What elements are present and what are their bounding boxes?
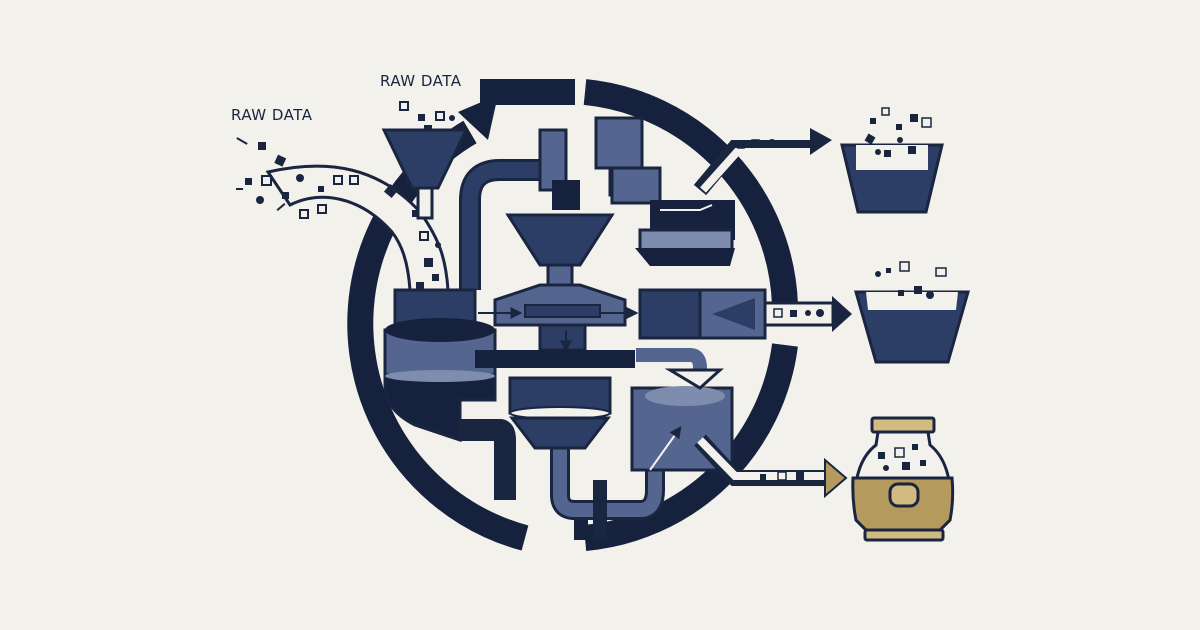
middle-filter-box (478, 288, 767, 340)
bottom-bowl (508, 376, 612, 450)
output-jar (851, 416, 955, 542)
raw-data-label-left: RAW DATA (231, 106, 313, 124)
top-funnel (381, 101, 469, 220)
upper-right-drum (635, 200, 735, 266)
central-funnel (475, 213, 635, 368)
ring-segment-bottom-right (583, 343, 798, 551)
raw-data-label-top: RAW DATA (380, 72, 462, 90)
top-machine (538, 116, 662, 210)
ring-arrow-tip (458, 95, 498, 140)
output-bin-middle (854, 261, 970, 364)
data-particles (236, 137, 441, 290)
output-arrow-middle (763, 296, 852, 332)
output-bin-upper (840, 107, 944, 214)
output-arrow-upper (693, 128, 832, 196)
output-arrow-lower (694, 434, 848, 499)
inner-pipes (459, 159, 707, 520)
